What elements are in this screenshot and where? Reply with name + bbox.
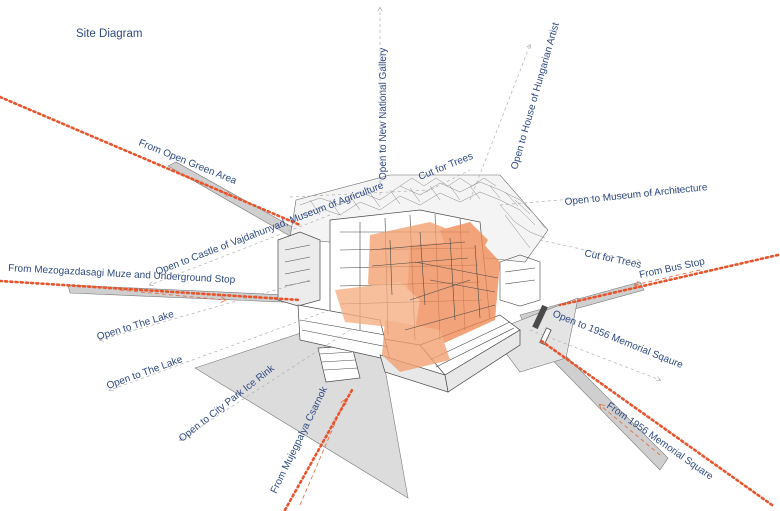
label-cut-for-trees-right: Cut for Trees xyxy=(583,248,642,271)
bench-1 xyxy=(532,304,548,330)
label-open-to-the-lake-2: Open to The Lake xyxy=(105,354,184,392)
sight-lines xyxy=(100,8,680,440)
label-from-memorial-square: From 1956 Memorial Square xyxy=(604,400,715,482)
path-northwest xyxy=(167,161,313,245)
label-museum-architecture: Open to Museum of Architecture xyxy=(564,182,708,208)
label-from-bus-stop: From Bus Stop xyxy=(638,256,706,281)
orange-volume-lines xyxy=(369,231,499,331)
label-open-to-the-lake-1: Open to The Lake xyxy=(96,309,176,343)
approach-dotted-lines xyxy=(0,95,780,511)
label-new-national-gallery: Open to New National Gallery xyxy=(378,48,389,180)
approach-arrows xyxy=(119,169,701,506)
plaza-east xyxy=(489,297,579,373)
label-house-hungarian-artist: Open to House of Hungarian Artist xyxy=(509,21,562,171)
diagram-title: Site Diagram xyxy=(76,28,142,40)
